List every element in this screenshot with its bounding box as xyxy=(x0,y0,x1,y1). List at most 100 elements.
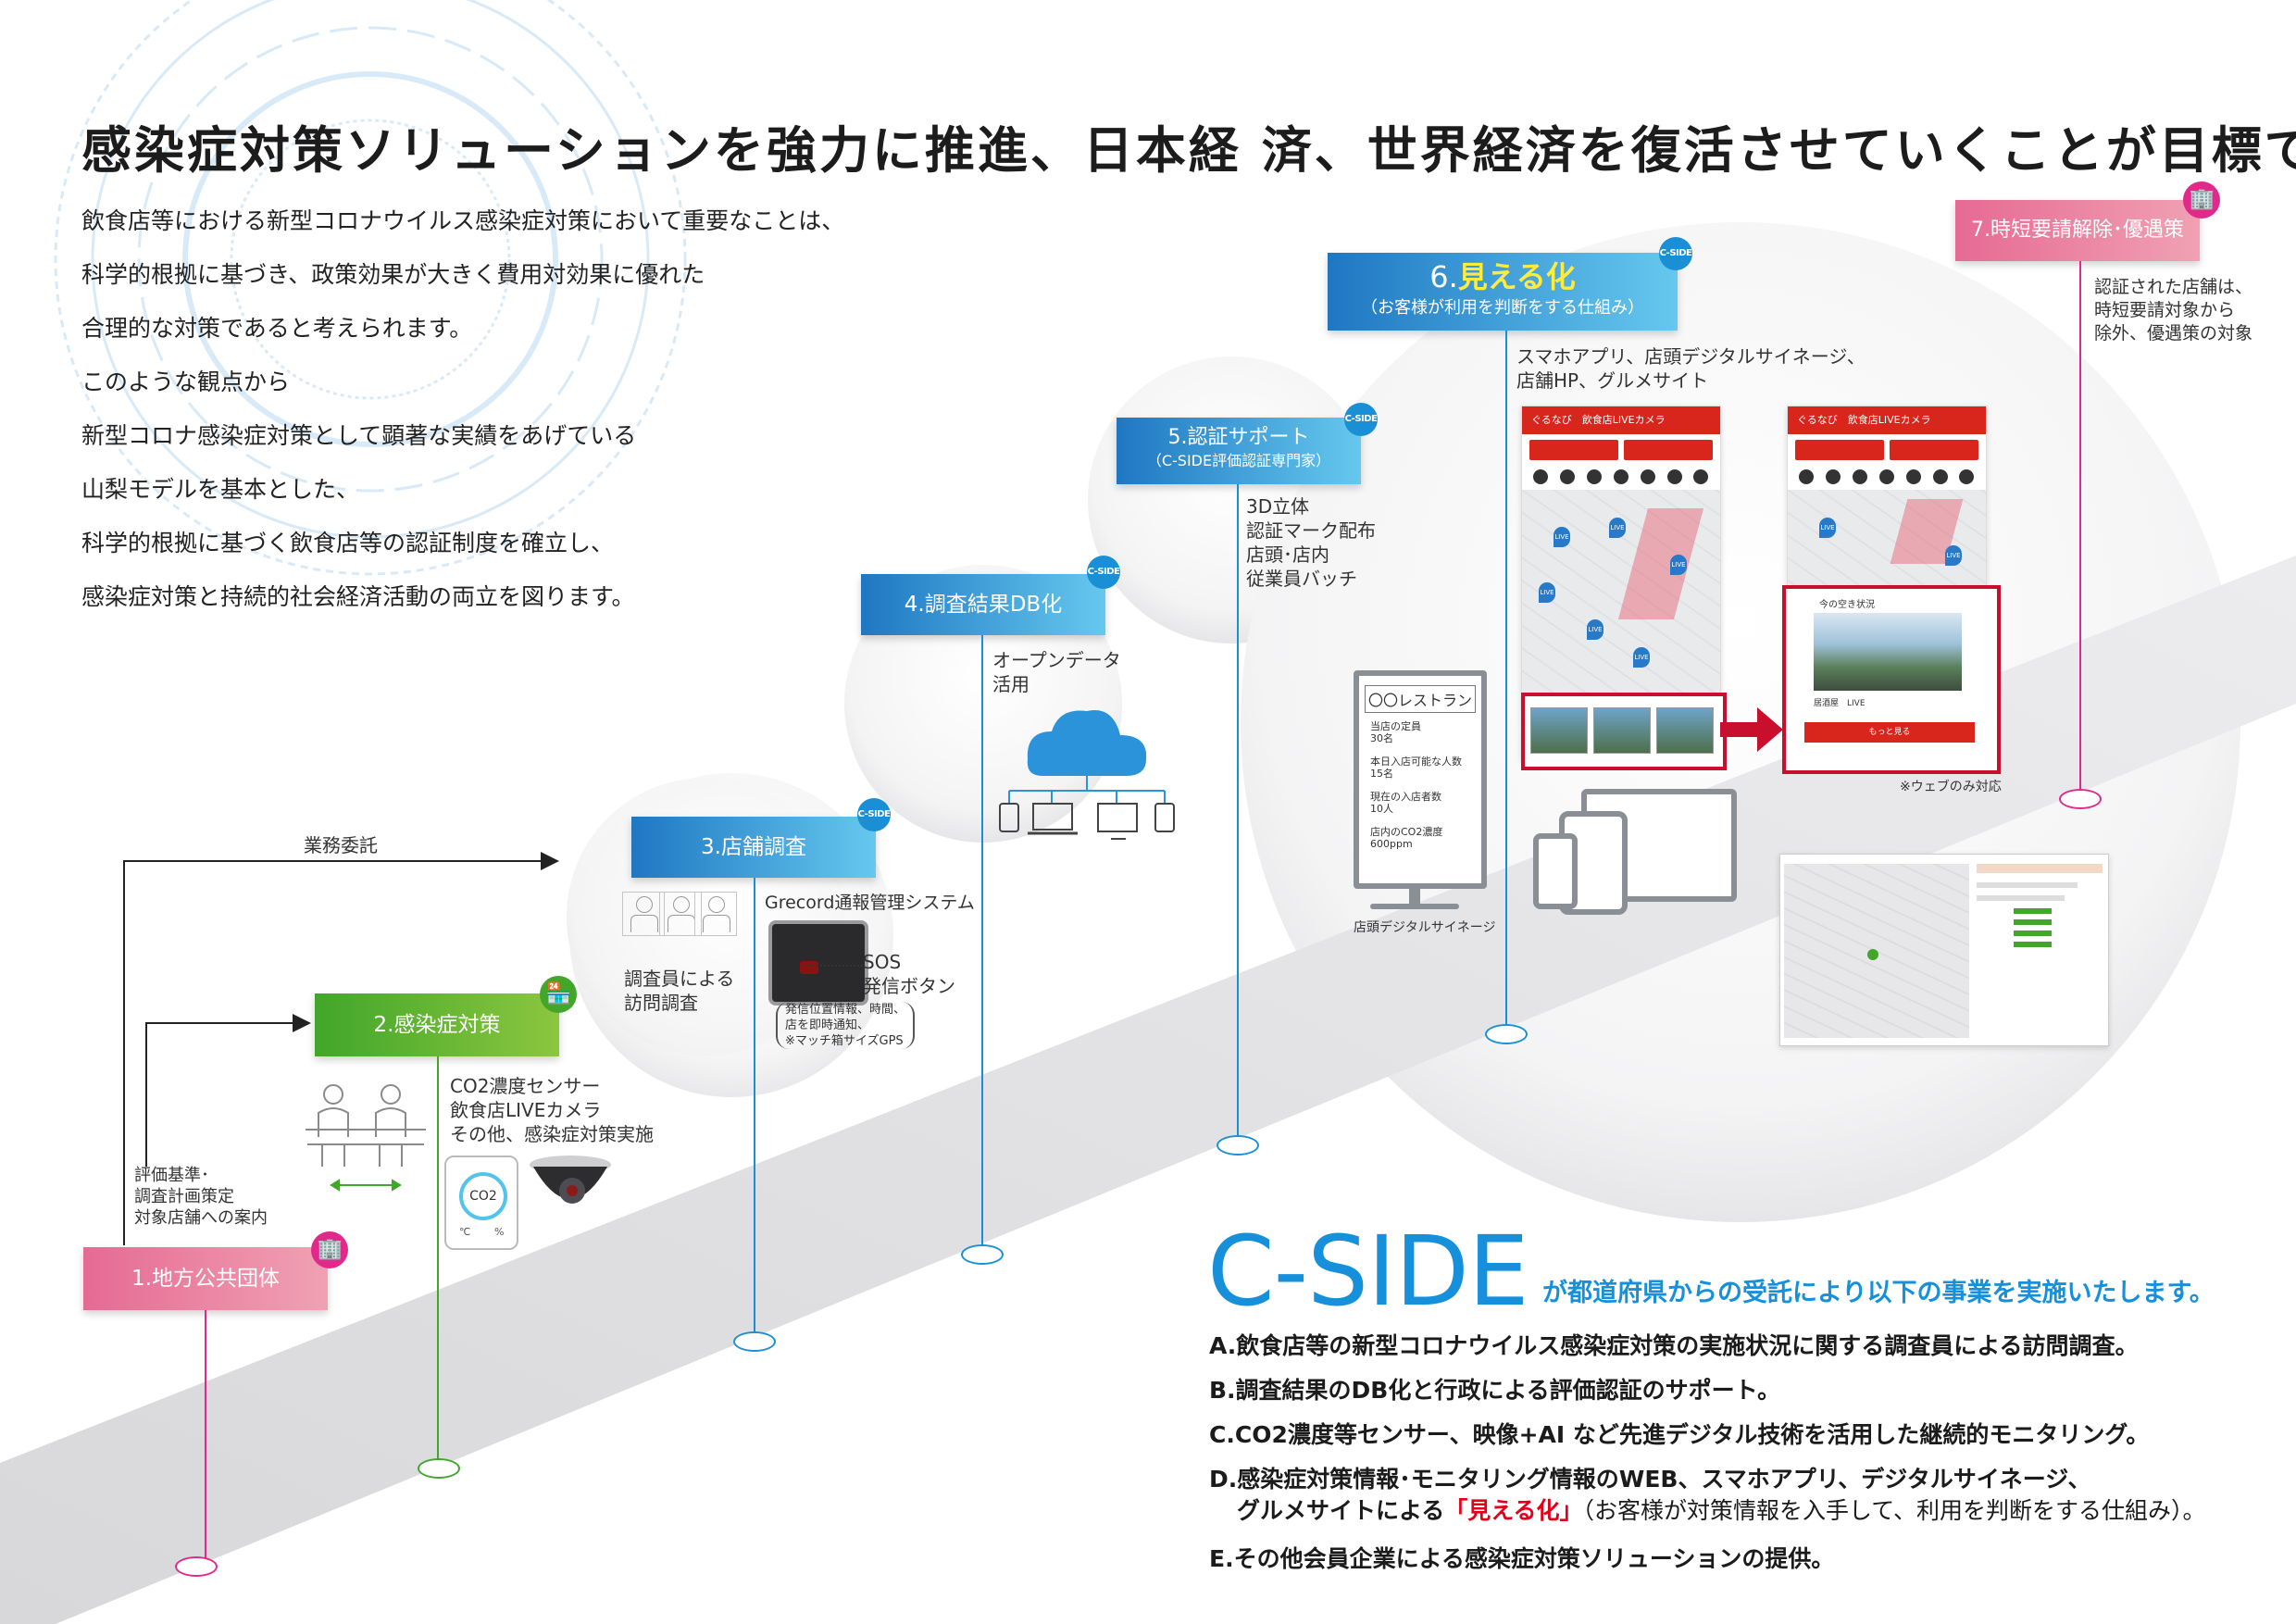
website-screen xyxy=(1779,854,2109,1046)
more-button[interactable]: もっと見る xyxy=(1804,722,1975,743)
step6-box: 6.見える化 （お客様が利用を判断をする仕組み） xyxy=(1328,253,1678,331)
intro-line: 科学的根拠に基づく飲食店等の認証制度を確立し、 xyxy=(81,530,615,556)
sos-note-line: 発信位置情報、時間、 xyxy=(785,1003,906,1017)
live-camera-pin: LIVE xyxy=(1554,527,1570,547)
step6-pin xyxy=(1505,331,1507,1032)
signage-stand xyxy=(1409,887,1420,906)
live-camera-pin: LIVE xyxy=(1587,619,1603,640)
step6-label: 6.見える化 xyxy=(1328,253,1678,297)
intro-line: 科学的根拠に基づき、政策効果が大きく費用対効果に優れた xyxy=(81,261,705,288)
map-highlight-area xyxy=(1617,508,1704,619)
step5-desc-line: 3D立体 xyxy=(1246,495,1310,518)
service-item: D.感染症対策情報･モニタリング情報のWEB、スマホアプリ、デジタルサイネージ、 xyxy=(1209,1466,2091,1493)
step6-desc-line: スマホアプリ、店頭デジタルサイネージ、 xyxy=(1516,345,1866,368)
service-item: E.その他会員企業による感染症対策ソリューションの提供。 xyxy=(1209,1545,1835,1572)
live-camera-pin: LIVE xyxy=(1670,555,1687,575)
service-item-text: グルメサイトによる xyxy=(1237,1497,1445,1524)
popup-title: 今の空き状況 xyxy=(1819,600,1875,610)
web-only-note: ※ウェブのみ対応 xyxy=(1900,780,2002,794)
step2-desc-line: その他、感染症対策実施 xyxy=(450,1123,654,1145)
step2-desc-line: 飲食店LIVEカメラ xyxy=(450,1099,602,1121)
shop-icon: 🏪 xyxy=(540,976,577,1013)
sensor-unit: % xyxy=(494,1226,505,1238)
service-item: B.調査結果のDB化と行政による評価認証のサポート。 xyxy=(1209,1377,1781,1404)
website-map xyxy=(1784,864,1969,1038)
step7-ring xyxy=(2059,789,2102,809)
app-category-icons xyxy=(1788,466,1986,490)
step3-visit-text: 調査員による 訪問調査 xyxy=(624,967,734,1015)
app-tabs xyxy=(1788,434,1986,466)
step1-description: 評価基準･ 調査計画策定 対象店舗への案内 xyxy=(134,1165,268,1229)
signage-title: 〇〇レストラン xyxy=(1365,685,1476,713)
step4-ring xyxy=(961,1244,1004,1265)
step2-box: 2.感染症対策 xyxy=(315,993,559,1056)
app-logo: ぐるなび xyxy=(1531,414,1572,426)
step1-desc-line: 調査計画策定 xyxy=(134,1187,234,1206)
grecord-system-label: Grecord通報管理システム xyxy=(765,893,975,913)
store-popup: 今の空き状況 居酒屋 LIVE もっと見る xyxy=(1782,585,2001,774)
step3-visit-line: 訪問調査 xyxy=(624,992,698,1014)
step5-pin xyxy=(1237,484,1239,1142)
step7-desc-line: 除外、優遇策の対象 xyxy=(2094,323,2253,344)
signage-base xyxy=(1370,904,1459,909)
signage-line-label: 現在の入店者数 xyxy=(1370,791,1441,803)
sos-device xyxy=(768,920,868,1006)
signage-line-label: 当店の定員 xyxy=(1370,720,1421,732)
commission-label: 業務委託 xyxy=(304,834,378,856)
sos-label: SOS 発信ボタン xyxy=(863,950,955,998)
step6-sublabel: （お客様が利用を判断をする仕組み） xyxy=(1361,298,1644,318)
camera-thumbnail xyxy=(1656,707,1714,754)
step5-desc-line: 店頭･店内 xyxy=(1246,543,1329,566)
signage-line-value: 30名 xyxy=(1370,732,1393,744)
c-side-badge: C-SIDE xyxy=(1344,403,1378,436)
step4-desc-line: オープンデータ xyxy=(992,649,1121,671)
step2-desc-line: CO2濃度センサー xyxy=(450,1075,601,1097)
sensor-unit: ℃ xyxy=(459,1226,471,1238)
signage-caption: 店頭デジタルサイネージ xyxy=(1354,920,1496,935)
step7-desc-line: 認証された店舗は、 xyxy=(2094,277,2253,297)
step6-ring xyxy=(1485,1024,1528,1044)
service-item: C.CO2濃度等センサー、映像+AI など先進デジタル技術を活用した継続的モニタ… xyxy=(1209,1421,2150,1448)
app-header: ぐるなび 飲食店LIVEカメラ xyxy=(1788,406,1986,434)
app-header: ぐるなび 飲食店LIVEカメラ xyxy=(1522,406,1720,434)
app-logo: ぐるなび xyxy=(1797,414,1838,426)
step7-label: 7.時短要請解除･優遇策 xyxy=(1971,219,2184,242)
building-icon: 🏢 xyxy=(311,1231,348,1268)
intro-text: 飲食店等における新型コロナウイルス感染症対策において重要なことは、 科学的根拠に… xyxy=(81,194,970,624)
c-side-subtitle: が都道府県からの受託により以下の事業を実施いたします。 xyxy=(1542,1279,2215,1307)
map-pin-icon xyxy=(1867,949,1878,960)
arrow-right-icon xyxy=(1720,707,1783,752)
step2-pin xyxy=(437,1056,439,1462)
step2-label: 2.感染症対策 xyxy=(373,1013,501,1037)
service-item: A.飲食店等の新型コロナウイルス感染症対策の実施状況に関する調査員による訪問調査… xyxy=(1209,1332,2139,1359)
camera-icon xyxy=(530,1156,611,1204)
live-camera-pin: LIVE xyxy=(1609,518,1626,538)
intro-line: 合理的な対策であると考えられます。 xyxy=(81,315,473,342)
intro-line: 新型コロナ感染症対策として顕著な実績をあげている xyxy=(81,422,637,449)
step3-label: 3.店舗調査 xyxy=(701,835,806,859)
camera-thumbnail xyxy=(1530,707,1588,754)
step7-description: 認証された店舗は、 時短要請対象から 除外、優遇策の対象 xyxy=(2094,276,2252,345)
c-side-badge: C-SIDE xyxy=(1087,556,1120,589)
camera-thumbnail xyxy=(1593,707,1651,754)
intro-line: 山梨モデルを基本とした、 xyxy=(81,476,360,503)
sos-button-icon xyxy=(800,961,818,974)
step1-pin xyxy=(205,1310,206,1566)
cloud-network-icon xyxy=(999,710,1175,840)
popup-camera-image xyxy=(1814,613,1962,691)
service-item-continued: グルメサイトによる「見える化」（お客様が対策情報を入手して、利用を判断をする仕組… xyxy=(1237,1493,2206,1526)
step6-label-emphasis: 見える化 xyxy=(1457,259,1576,294)
live-camera-pin: LIVE xyxy=(1539,582,1555,603)
step1-label: 1.地方公共団体 xyxy=(131,1267,280,1291)
people-at-table-icon xyxy=(306,1084,426,1192)
sos-label-line: 発信ボタン xyxy=(863,975,955,997)
surveyor-icon xyxy=(622,892,665,936)
sos-label-line: SOS xyxy=(863,951,902,973)
step4-pin xyxy=(981,635,983,1252)
step1-ring xyxy=(175,1556,218,1577)
step3-box: 3.店舗調査 xyxy=(631,817,876,878)
step5-label: 5.認証サポート xyxy=(1167,426,1310,449)
step5-desc-line: 従業員バッチ xyxy=(1246,568,1357,590)
